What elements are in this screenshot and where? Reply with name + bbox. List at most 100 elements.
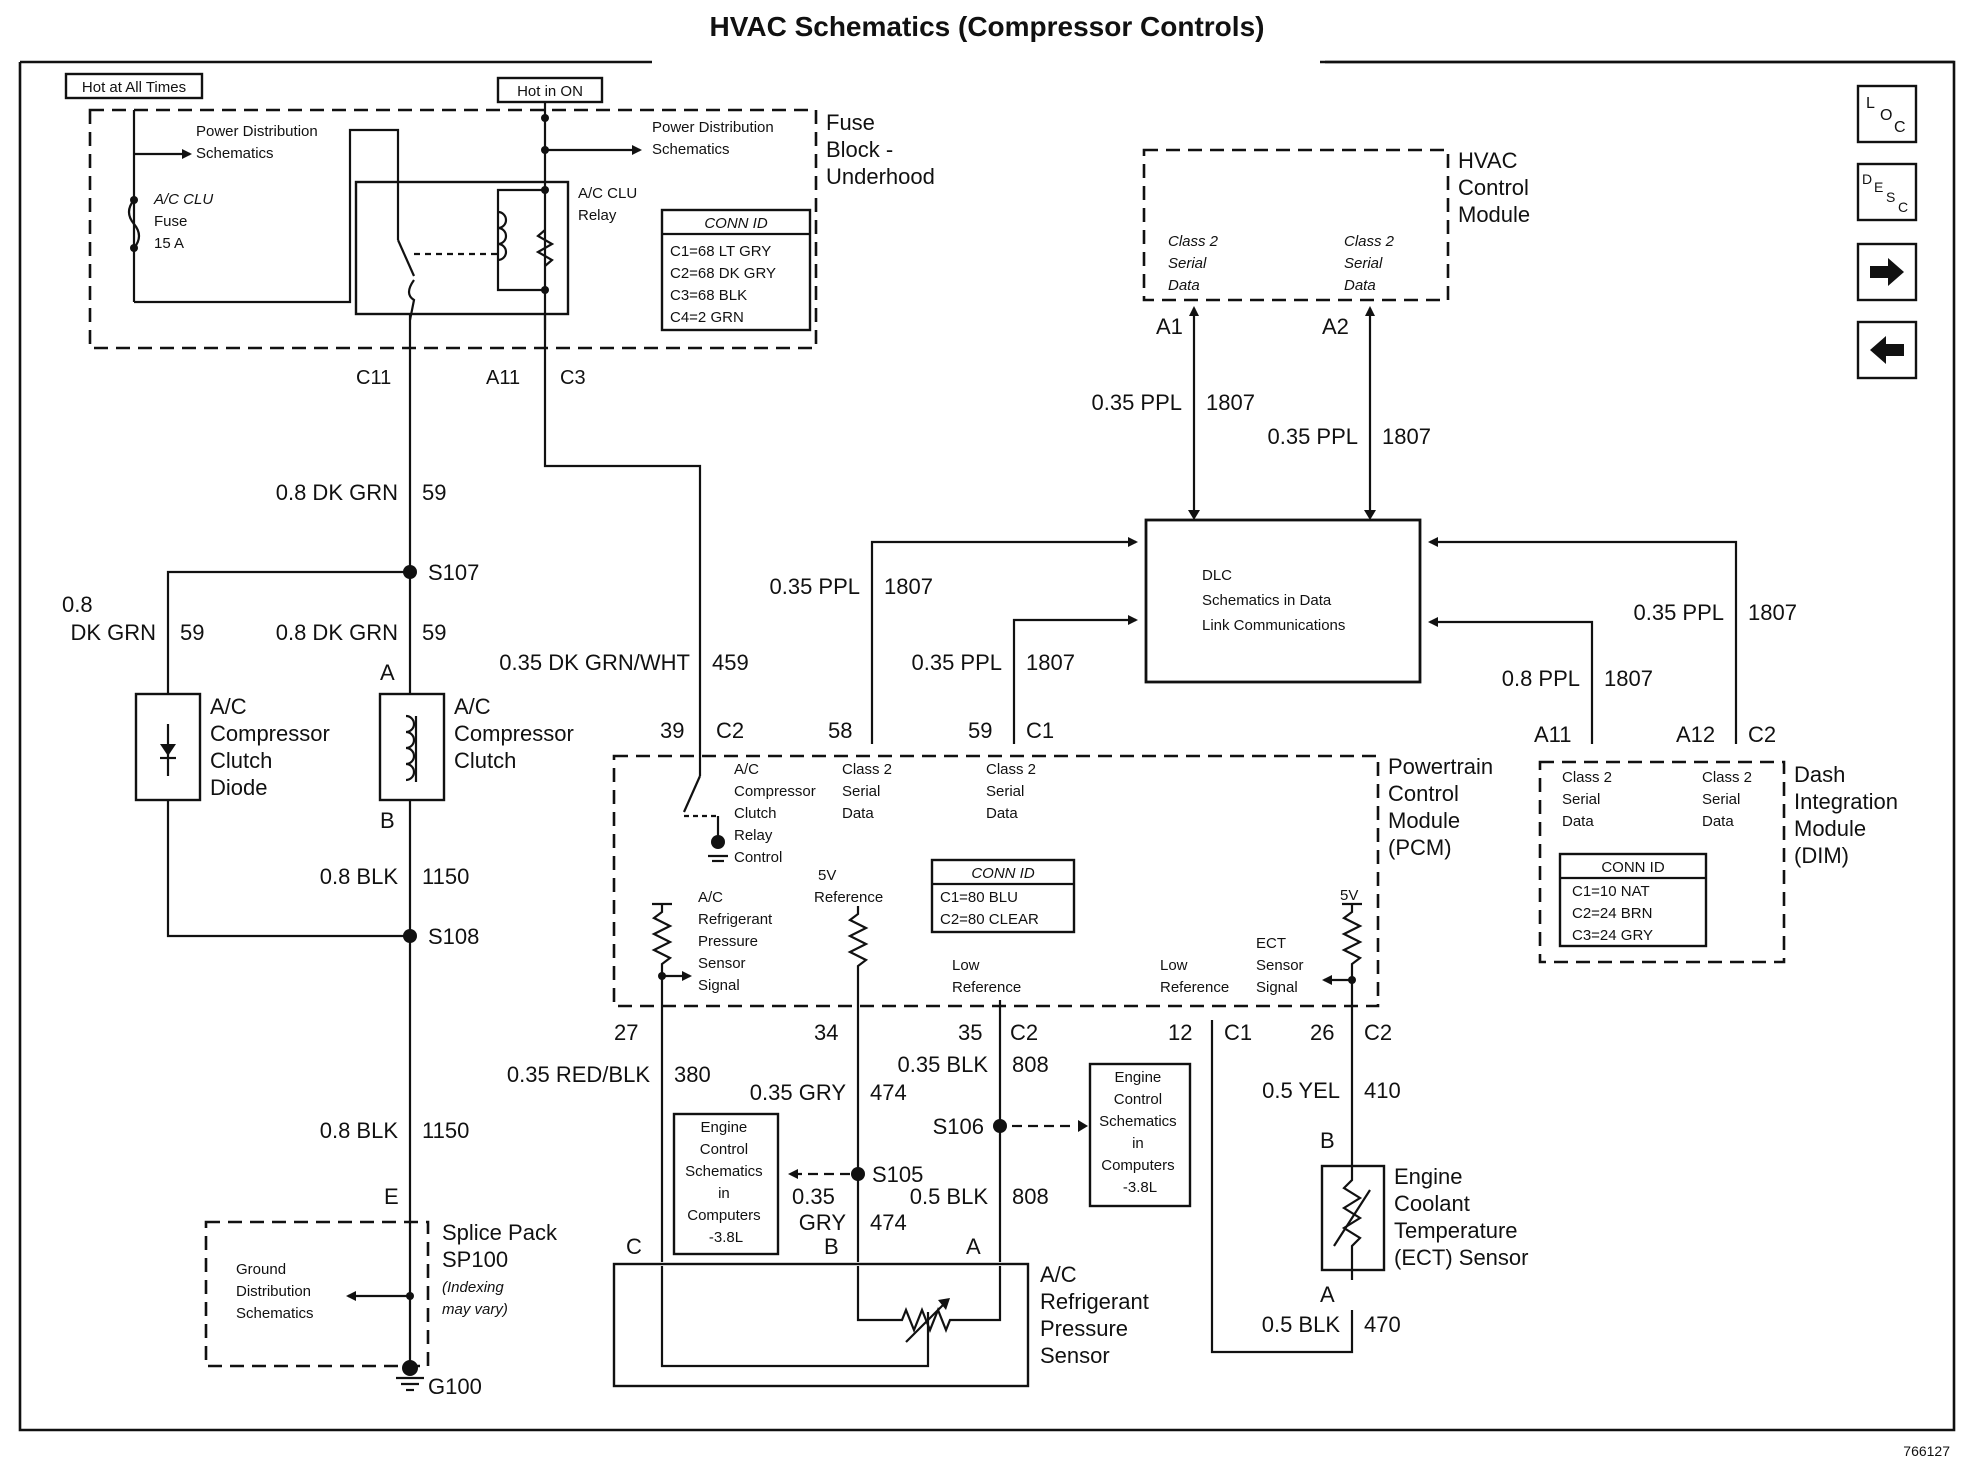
svg-text:0.8: 0.8: [62, 592, 93, 617]
fuse-icon: [127, 199, 141, 249]
svg-text:CONN ID: CONN ID: [1601, 859, 1665, 876]
diode-label: A/C Compressor Clutch Diode: [210, 694, 336, 800]
svg-text:0.35 PPL: 0.35 PPL: [1267, 424, 1358, 449]
svg-text:A12: A12: [1676, 722, 1715, 747]
svg-text:D: D: [1862, 171, 1872, 187]
svg-text:Class 2 Serial Dat: Class 2 Serial Data: [1168, 233, 1222, 294]
ect-sensor-name: Engine Coolant Temperature (ECT) Sensor: [1394, 1164, 1528, 1270]
svg-text:1150: 1150: [422, 864, 469, 889]
dlc-box: DLC Schematics in Data Link Communicatio…: [1144, 518, 1422, 684]
dim-conn-id: [1558, 852, 1708, 948]
svg-text:B: B: [1320, 1128, 1335, 1153]
svg-text:1150: 1150: [422, 1118, 469, 1143]
svg-text:0.8 DK GRN: 0.8 DK GRN: [276, 620, 398, 645]
svg-text:C: C: [626, 1234, 642, 1259]
svg-text:C3: C3: [560, 367, 586, 389]
hvac-control-module: HVAC Control Module Class 2 Serial Data …: [1142, 148, 1535, 339]
relay-control-label: A/C Compressor Clutch Relay Control: [734, 761, 820, 866]
svg-text:C2=68 DK GRY: C2=68 DK GRY: [670, 265, 776, 282]
svg-text:410: 410: [1364, 1078, 1401, 1103]
splice-pack-sp100: Ground Distribution Schematics Splice Pa…: [204, 1220, 558, 1399]
svg-text:0.35 PPL: 0.35 PPL: [911, 650, 1002, 675]
svg-text:C4=2 GRN: C4=2 GRN: [670, 309, 744, 326]
svg-text:0.35: 0.35: [792, 1184, 835, 1209]
svg-text:S: S: [1886, 189, 1895, 205]
engine-control-box-left: Engine Control Schematics in Computers -…: [672, 1112, 780, 1256]
svg-text:0.8 BLK: 0.8 BLK: [320, 1118, 399, 1143]
svg-text:A11: A11: [486, 367, 520, 389]
svg-text:CONN ID: CONN ID: [704, 215, 768, 232]
svg-text:C1=10 NAT: C1=10 NAT: [1572, 883, 1650, 900]
svg-text:C1=68 LT GRY: C1=68 LT GRY: [670, 243, 771, 260]
svg-text:34: 34: [814, 1020, 838, 1045]
svg-text:12: 12: [1168, 1020, 1192, 1045]
svg-text:0.35 RED/BLK: 0.35 RED/BLK: [507, 1062, 650, 1087]
pcm-module: Powertrain Control Module (PCM) 39 C2 58…: [612, 718, 1499, 1045]
engine-control-box-right: Engine Control Schematics in Computers -…: [1078, 1062, 1192, 1208]
arrow-right-icon: [1856, 242, 1918, 302]
prev-button[interactable]: [1856, 320, 1918, 380]
svg-text:A1: A1: [1156, 314, 1183, 339]
svg-text:Class 2 Serial Dat: Class 2 Serial Data: [1344, 233, 1398, 294]
svg-text:C2=80 CLEAR: C2=80 CLEAR: [940, 911, 1039, 928]
svg-text:C3=68 BLK: C3=68 BLK: [670, 287, 747, 304]
sensor-wiring: 0.35 RED/BLK 380 0.35 GRY 474 S105 0.35 …: [507, 1020, 1401, 1354]
svg-text:0.35 DK GRN/WHT: 0.35 DK GRN/WHT: [499, 650, 690, 675]
svg-text:0.35 BLK: 0.35 BLK: [897, 1052, 988, 1077]
svg-text:380: 380: [674, 1062, 711, 1087]
svg-text:808: 808: [1012, 1184, 1049, 1209]
next-button[interactable]: [1856, 242, 1918, 302]
svg-text:S108: S108: [428, 924, 479, 949]
ground-g100: [402, 1360, 418, 1376]
desc-button[interactable]: D E S C: [1856, 162, 1918, 222]
svg-text:B: B: [380, 808, 395, 833]
diagram-frame: [18, 60, 1956, 1432]
svg-text:0.5 BLK: 0.5 BLK: [1262, 1312, 1341, 1337]
svg-text:A: A: [966, 1234, 981, 1259]
svg-text:C3=24 GRY: C3=24 GRY: [1572, 927, 1653, 944]
svg-text:A11: A11: [1534, 722, 1572, 747]
svg-text:474: 474: [870, 1080, 907, 1105]
svg-text:A: A: [380, 660, 395, 685]
svg-text:1807: 1807: [1206, 390, 1255, 415]
svg-text:E: E: [1874, 179, 1883, 195]
svg-text:0.35 GRY: 0.35 GRY: [750, 1080, 847, 1105]
svg-text:59: 59: [422, 480, 446, 505]
svg-text:1807: 1807: [884, 574, 933, 599]
svg-text:L: L: [1866, 95, 1875, 112]
svg-text:DK GRN: DK GRN: [70, 620, 156, 645]
ac-refrigerant-pressure-sensor: C B A A/C Refrigerant Pressure Sensor: [612, 1234, 1155, 1388]
fuse-label: A/C CLU Fuse 15 A: [153, 191, 217, 252]
svg-text:DLC Schematics in Data: DLC Schematics in Data Link Communicatio…: [1202, 567, 1345, 634]
svg-text:C2: C2: [1364, 1020, 1392, 1045]
svg-text:27: 27: [614, 1020, 638, 1045]
refrig-sensor-name: A/C Refrigerant Pressure Sensor: [1040, 1262, 1155, 1368]
hvac-module-name: HVAC Control Module: [1458, 148, 1535, 227]
svg-text:C: C: [1894, 119, 1906, 136]
loc-icon: [1856, 84, 1918, 144]
svg-text:459: 459: [712, 650, 749, 675]
loc-button[interactable]: L O C: [1856, 84, 1918, 144]
svg-text:Engine Control Sch: Engine Control Schematics in Computers -…: [685, 1119, 767, 1246]
splice-s106: [993, 1119, 1007, 1133]
svg-text:0.8 PPL: 0.8 PPL: [1502, 666, 1580, 691]
desc-icon: [1856, 162, 1918, 222]
page-title: HVAC Schematics (Compressor Controls): [710, 11, 1265, 42]
svg-text:1807: 1807: [1382, 424, 1431, 449]
pcm-name: Powertrain Control Module (PCM): [1388, 754, 1499, 860]
svg-text:(Indexing may vary): (Indexing may vary): [442, 1279, 508, 1318]
clutch-label: A/C Compressor Clutch: [454, 694, 580, 773]
svg-text:O: O: [1880, 107, 1892, 124]
svg-text:C1=80 BLU: C1=80 BLU: [940, 889, 1018, 906]
svg-text:C: C: [1898, 199, 1908, 215]
svg-text:C1: C1: [1224, 1020, 1252, 1045]
